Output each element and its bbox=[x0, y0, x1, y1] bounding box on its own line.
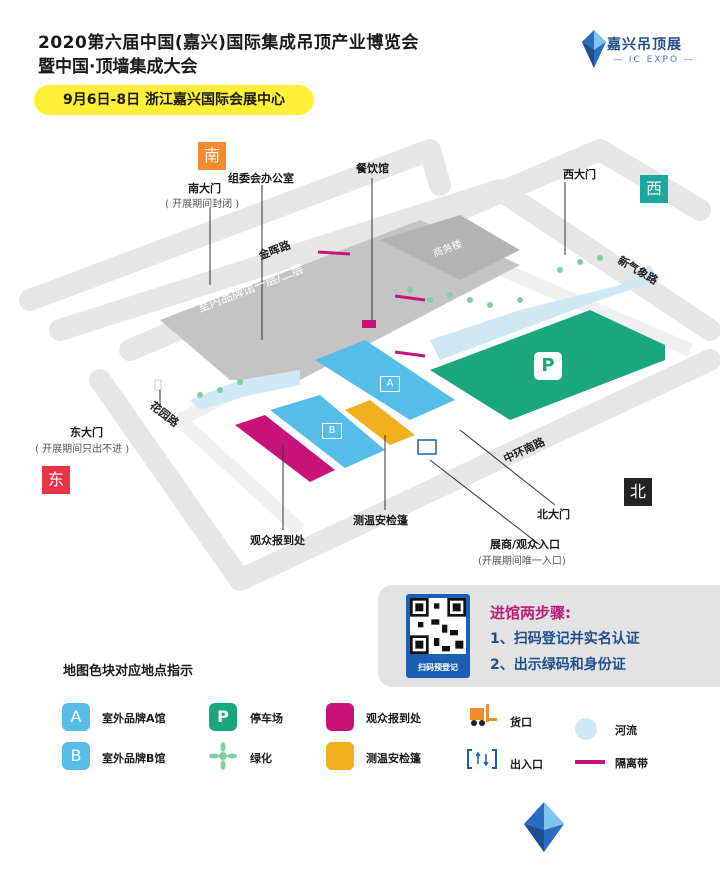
forklift-icon bbox=[470, 704, 497, 726]
registration-swatch bbox=[326, 703, 354, 731]
legend-exit-entry: 出入口 bbox=[510, 758, 543, 771]
dining-label: 餐饮馆 bbox=[356, 162, 389, 175]
page-subtitle: 暨中国·顶墙集成大会 bbox=[38, 57, 198, 77]
legend-parking: 停车场 bbox=[250, 712, 283, 725]
exit-entry-icon bbox=[467, 749, 497, 769]
east-direction-badge: 东 bbox=[42, 466, 70, 494]
legend-registration: 观众报到处 bbox=[366, 712, 421, 725]
legend-hall-b: 室外品牌B馆 bbox=[102, 752, 166, 765]
office-marker bbox=[362, 320, 376, 328]
legend-security: 测温安检篷 bbox=[366, 752, 421, 765]
greenery bbox=[197, 255, 603, 398]
logo-name: 嘉兴吊顶展 bbox=[607, 37, 682, 53]
north-direction-badge: 北 bbox=[624, 478, 652, 506]
step-2: 2、出示绿码和身份证 bbox=[490, 657, 626, 673]
barrier-strips bbox=[317, 250, 426, 358]
river bbox=[430, 265, 660, 360]
leader-lines bbox=[159, 178, 566, 546]
legend-hall-a-icon: A bbox=[62, 703, 90, 731]
legend-hall-a: 室外品牌A馆 bbox=[102, 712, 166, 725]
legend-river: 河流 bbox=[615, 724, 637, 737]
river-west bbox=[190, 370, 300, 410]
hall-a bbox=[315, 340, 455, 420]
steps-title: 进馆两步骤: bbox=[490, 604, 571, 622]
ic-expo-logo bbox=[582, 30, 606, 68]
legend-green: 绿化 bbox=[250, 752, 272, 765]
security-swatch bbox=[326, 742, 354, 770]
legend-cargo: 货口 bbox=[510, 716, 532, 729]
legend-title: 地图色块对应地点指示 bbox=[63, 664, 194, 679]
bottom-logo-mark bbox=[524, 802, 564, 852]
west-gate-label: 西大门 bbox=[563, 168, 596, 181]
east-gate-marker bbox=[154, 379, 162, 391]
venue-map bbox=[19, 139, 720, 591]
office-label: 组委会办公室 bbox=[228, 172, 294, 185]
hall-a-marker: A bbox=[380, 376, 400, 392]
south-direction-badge: 南 bbox=[198, 142, 226, 170]
qr-code-icon[interactable] bbox=[410, 598, 466, 654]
parking-marker: P bbox=[534, 352, 562, 380]
registration-label: 观众报到处 bbox=[250, 534, 305, 547]
south-gate-label: 南大门 bbox=[188, 182, 221, 195]
logo-subtitle: — IC EXPO — bbox=[613, 55, 695, 65]
legend-hall-b-icon: B bbox=[62, 742, 90, 770]
hall-b-marker: B bbox=[322, 423, 342, 439]
river-swatch bbox=[575, 718, 597, 740]
security-tent-label: 测温安检篷 bbox=[353, 514, 408, 527]
north-gate-label: 北大门 bbox=[537, 508, 570, 521]
step-1: 1、扫码登记并实名认证 bbox=[490, 631, 640, 647]
east-gate-label: 东大门 bbox=[70, 426, 103, 439]
entrance-note: (开展期间唯一入口) bbox=[478, 556, 566, 567]
page-title: 2020第六届中国(嘉兴)国际集成吊顶产业博览会 bbox=[38, 33, 419, 53]
registration-area bbox=[235, 415, 335, 482]
hall-b bbox=[270, 395, 385, 468]
south-gate-note: ( 开展期间封闭 ) bbox=[165, 199, 240, 210]
east-gate-note: ( 开展期间只出不进 ) bbox=[35, 444, 130, 455]
entrance-label: 展商/观众入口 bbox=[490, 538, 561, 551]
business-building bbox=[380, 215, 520, 280]
green-icon bbox=[209, 742, 237, 770]
security-tent bbox=[345, 400, 415, 445]
entrance-marker bbox=[417, 439, 437, 455]
qr-label: 扫码预登记 bbox=[418, 663, 458, 672]
legend-barrier: 隔离带 bbox=[615, 757, 648, 770]
legend-parking-icon: P bbox=[209, 703, 237, 731]
west-direction-badge: 西 bbox=[640, 175, 668, 203]
date-venue-badge: 9月6日-8日 浙江嘉兴国际会展中心 bbox=[34, 85, 314, 115]
barrier-swatch bbox=[575, 760, 605, 764]
